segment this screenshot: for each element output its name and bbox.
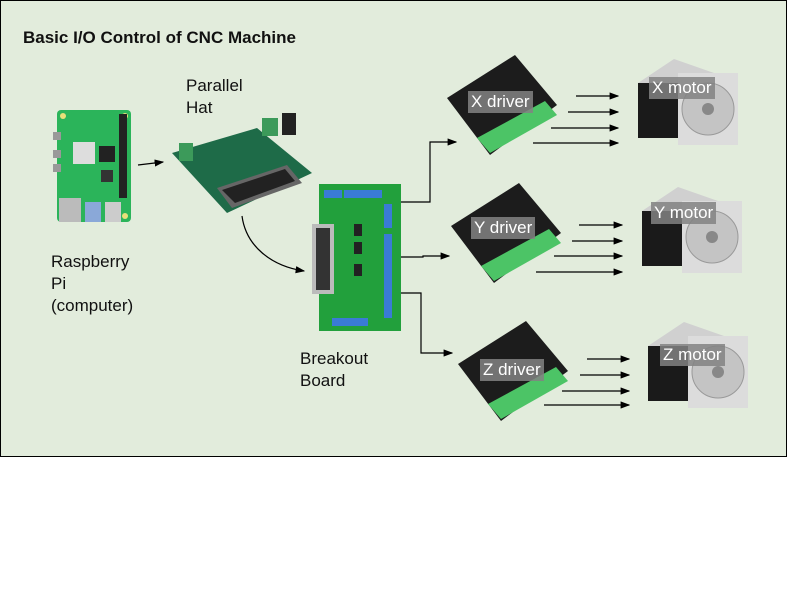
arrow-hat-to-breakout: [241, 215, 306, 274]
parallel-hat-label-line: Parallel: [186, 76, 243, 95]
parallel-hat-label-line: Hat: [186, 98, 213, 117]
z-motor-label: Z motor: [660, 344, 725, 366]
raspberry-pi-label-line: Raspberry: [51, 252, 130, 271]
breakout-board-label-line: Breakout: [300, 349, 369, 368]
raspberry-pi-image: [53, 110, 131, 222]
wire-breakout-to-x-driver: [399, 138, 458, 203]
x-driver-output-wires: [533, 92, 620, 147]
connections-layer: [137, 92, 631, 409]
x-motor-image: [638, 59, 738, 145]
y-motor-label: Y motor: [651, 202, 717, 224]
diagram-canvas: Basic I/O Control of CNC Machine: [0, 0, 787, 457]
x-driver-label: X driver: [468, 91, 533, 113]
raspberry-pi-label-line: (computer): [51, 296, 134, 315]
z-driver-output-wires: [544, 355, 631, 409]
breakout-board-image: [312, 184, 401, 331]
wire-breakout-to-y-driver: [399, 252, 451, 260]
parallel-hat-label: Parallel Hat: [186, 75, 243, 119]
arrow-pi-to-hat: [137, 159, 165, 167]
parallel-hat-image: [172, 113, 312, 213]
raspberry-pi-label-line: Pi: [51, 274, 67, 293]
y-driver-output-wires: [536, 221, 624, 276]
x-motor-label: X motor: [649, 77, 715, 99]
z-driver-label: Z driver: [480, 359, 544, 381]
raspberry-pi-label: Raspberry Pi (computer): [51, 251, 133, 317]
diagram-title: Basic I/O Control of CNC Machine: [23, 28, 296, 47]
wire-breakout-to-z-driver: [394, 292, 454, 357]
y-motor-image: [642, 187, 742, 273]
y-driver-label: Y driver: [471, 217, 536, 239]
breakout-board-label: Breakout Board: [300, 348, 368, 392]
breakout-board-label-line: Board: [300, 371, 346, 390]
